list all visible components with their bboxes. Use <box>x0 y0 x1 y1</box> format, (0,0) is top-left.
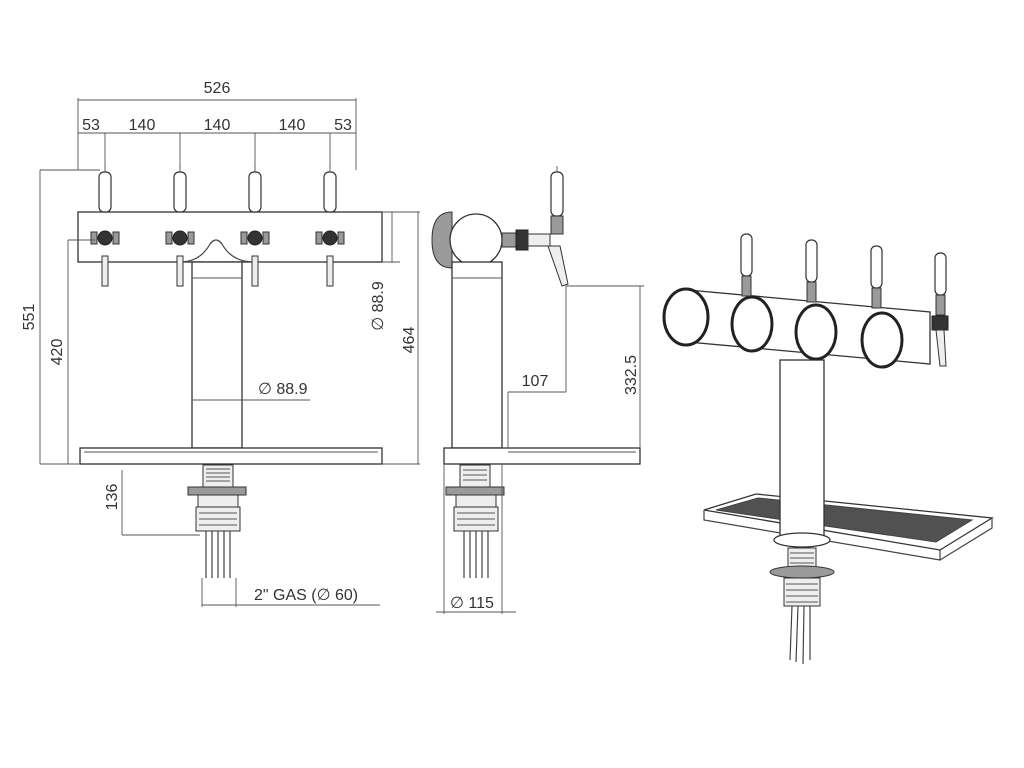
dim-base-diameter: ∅ 115 <box>450 595 494 612</box>
side-beer-lines <box>463 531 489 578</box>
iso-ring-1 <box>662 287 710 347</box>
dim-spacing-2: 140 <box>129 117 156 134</box>
right-dimension-lines <box>382 211 420 465</box>
dim-column-diameter: ∅ 88.9 <box>258 381 308 398</box>
dim-total-height: 551 <box>21 304 38 331</box>
dim-height-464: 464 <box>401 327 418 354</box>
front-column <box>191 261 243 449</box>
iso-tap-4 <box>931 252 949 367</box>
front-tap-4 <box>315 166 345 287</box>
side-end-cap <box>431 211 453 269</box>
front-drip-tray <box>79 447 383 465</box>
front-thread <box>197 494 239 508</box>
iso-beer-lines <box>789 605 811 665</box>
iso-ring-4 <box>860 311 904 369</box>
iso-tap-3 <box>870 245 883 309</box>
front-washer <box>187 486 247 496</box>
front-tap-3 <box>240 166 270 287</box>
front-nut-top <box>202 464 234 488</box>
iso-ring-3 <box>794 303 838 361</box>
side-column <box>451 261 503 449</box>
dim-thread-spec: 2" GAS (∅ 60) <box>254 587 358 604</box>
iso-column <box>779 359 825 539</box>
dim-thread-length: 136 <box>104 484 121 511</box>
side-drip-tray <box>443 447 641 465</box>
isometric-view <box>662 233 994 665</box>
side-view: 332.5 107 ∅ 115 <box>431 166 644 614</box>
front-tap-1 <box>90 166 120 287</box>
dim-tap-reach: 107 <box>522 373 549 390</box>
top-dimension-lines <box>77 98 357 170</box>
left-dimension-lines <box>39 169 100 465</box>
iso-ring-2 <box>730 295 774 353</box>
dim-tube-diameter: ∅ 88.9 <box>370 281 387 331</box>
dim-spacing-1: 53 <box>82 117 100 134</box>
front-beer-lines <box>205 531 231 578</box>
front-saddle <box>179 239 255 263</box>
dim-spacing-4: 140 <box>279 117 306 134</box>
iso-tap-2 <box>805 239 818 303</box>
iso-tap-1 <box>740 233 753 297</box>
dim-spacing-3: 140 <box>204 117 231 134</box>
dim-spacing-5: 53 <box>334 117 352 134</box>
dim-tap-height: 420 <box>49 339 66 366</box>
front-view: 526 53 140 140 140 53 551 420 ∅ 88.9 ∅ 8… <box>21 80 420 607</box>
dim-spout-height: 332.5 <box>623 355 640 395</box>
dim-overall-width: 526 <box>204 80 231 97</box>
side-sphere <box>449 213 503 267</box>
